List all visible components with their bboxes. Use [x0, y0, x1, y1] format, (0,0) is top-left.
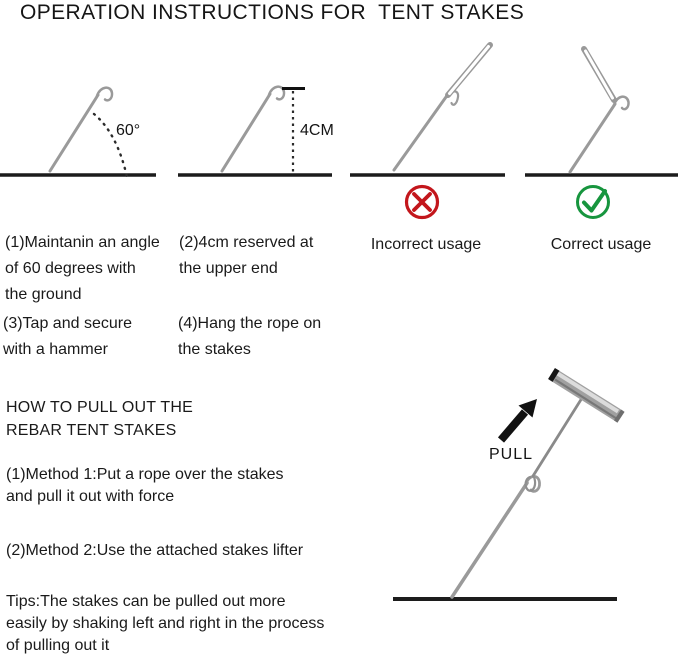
lifter-handle-highlight — [554, 370, 620, 414]
pull-arrow-icon — [497, 399, 537, 443]
lifter-handle-shadow — [554, 378, 619, 421]
lifter-hook-icon — [524, 475, 537, 492]
stake-4-hook-icon — [612, 95, 630, 111]
correct-icon-check — [582, 189, 607, 213]
pull-annotation: PULL — [489, 446, 534, 463]
caption-step1-line2: of 60 degrees with — [5, 260, 136, 277]
pullout-tips-line1: Tips:The stakes can be pulled out more — [6, 593, 286, 610]
caption-step4-line1: (4)Hang the rope on — [178, 315, 322, 332]
stake-pullout — [450, 481, 529, 599]
stake-1-hook-icon — [95, 86, 114, 102]
lifter-handle-cap-right — [613, 409, 625, 423]
incorrect-icon — [404, 184, 440, 220]
lifter-handle-cap-left — [548, 367, 560, 382]
lifter-handle-body — [549, 368, 624, 423]
height-annotation: 4CM — [300, 122, 334, 139]
pullout-method1-line1: (1)Method 1:Put a rope over the stakes — [6, 466, 284, 483]
correct-icon — [576, 185, 610, 219]
pull-arrow-head — [518, 399, 537, 418]
caption-step2-line2: the upper end — [179, 260, 278, 277]
caption-step1: (1)Maintanin an angle of 60 degrees with… — [5, 230, 177, 308]
stake-4 — [568, 102, 617, 174]
stake-2-hook-icon — [267, 85, 286, 101]
pullout-tips: Tips:The stakes can be pulled out more e… — [6, 591, 324, 656]
pullout-method1: (1)Method 1:Put a rope over the stakes a… — [6, 464, 283, 508]
incorrect-icon-x2 — [412, 192, 432, 212]
stake-2 — [220, 92, 272, 173]
angle-arc-dotted — [92, 112, 129, 179]
caption-step1-line1: (1)Maintanin an angle — [5, 234, 160, 251]
ground-lines — [0, 173, 678, 601]
caption-step2-line1: (2)4cm reserved at — [179, 234, 314, 251]
page-title: OPERATION INSTRUCTIONS FOR TENT STAKES — [20, 1, 525, 24]
pullout-heading-line2: REBAR TENT STAKES — [6, 422, 177, 439]
caption-step2: (2)4cm reserved at the upper end — [179, 230, 339, 282]
caption-step4: (4)Hang the rope on the stakes — [178, 311, 350, 363]
caption-step3-line1: (3)Tap and secure — [3, 315, 132, 332]
rod-correct-fill — [584, 49, 614, 100]
hammer-rods — [445, 42, 617, 103]
stake-3 — [392, 95, 448, 172]
angle-annotation: 60° — [116, 122, 141, 139]
pullout-method1-line2: and pull it out with force — [6, 488, 175, 505]
dotted-guides — [92, 87, 305, 179]
caption-step3-line2: with a hammer — [3, 341, 108, 358]
pullout-heading: HOW TO PULL OUT THE REBAR TENT STAKES — [6, 396, 193, 442]
incorrect-icon-circle — [404, 184, 440, 220]
lifter-shaft — [531, 396, 584, 478]
caption-incorrect-usage: Incorrect usage — [370, 236, 482, 253]
pullout-tips-line2: easily by shaking left and right in the … — [6, 615, 325, 632]
stake-1 — [48, 93, 100, 173]
stakes-lifter — [524, 367, 625, 492]
caption-correct-usage: Correct usage — [550, 236, 652, 253]
correct-icon-circle — [576, 185, 610, 219]
pullout-method2: (2)Method 2:Use the attached stakes lift… — [6, 542, 304, 559]
caption-step3: (3)Tap and secure with a hammer — [3, 311, 175, 363]
stakes — [48, 85, 630, 599]
pull-arrow-shaft — [497, 409, 529, 443]
pullout-heading-line1: HOW TO PULL OUT THE — [6, 399, 193, 416]
pullout-tips-line3: of pulling out it — [6, 637, 110, 654]
caption-step1-line3: the ground — [5, 286, 82, 303]
rod-incorrect-fill — [448, 45, 490, 95]
caption-step4-line2: the stakes — [178, 341, 251, 358]
